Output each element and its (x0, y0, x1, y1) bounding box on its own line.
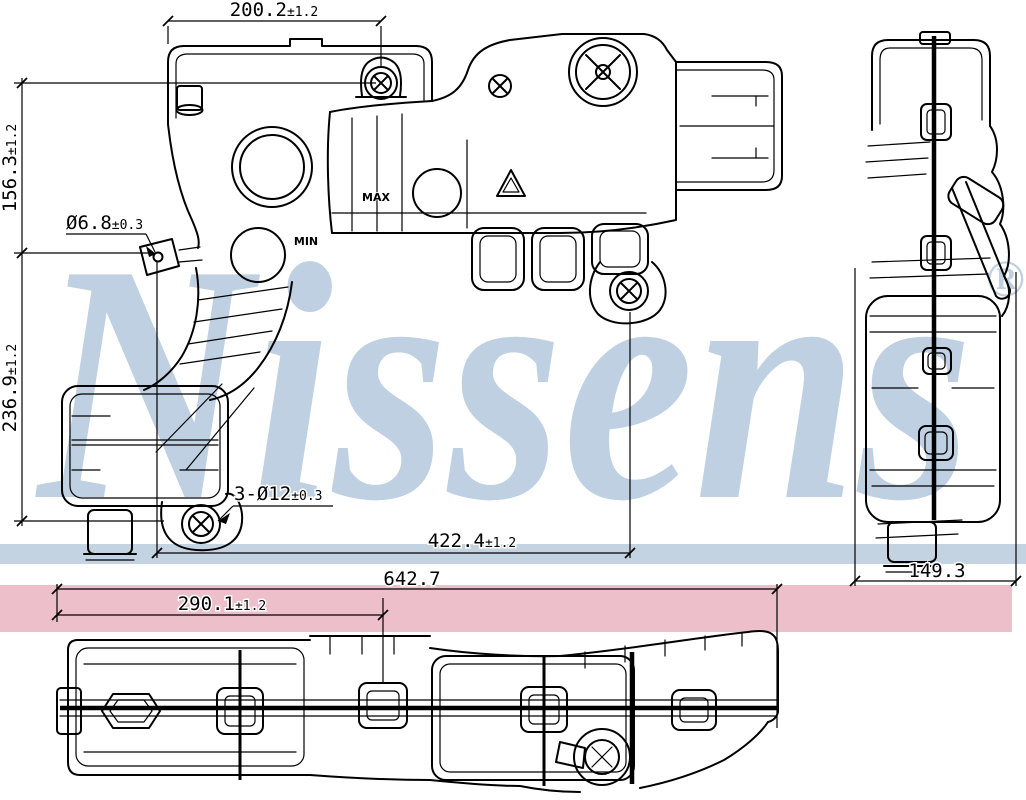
bottom-view (56, 630, 779, 793)
dimension-lines (14, 15, 1022, 728)
min-level-label: MIN (294, 235, 318, 248)
watermark-underline-stripe (0, 544, 1026, 564)
dim-total-width: 642.7 (383, 568, 440, 590)
leader-arrow (218, 513, 230, 524)
side-view (865, 31, 1012, 573)
warning-triangle-icon (496, 169, 526, 197)
dim-mid-width: 422.4±1.2 (428, 530, 517, 552)
dim-side-depth: 149.3 (908, 560, 965, 582)
dim-mount-holes: 3-Ø12±0.3 (234, 483, 323, 505)
dim-upper-height: 156.3±1.2 (0, 124, 21, 213)
dim-top-width: 200.2±1.2 (230, 0, 319, 21)
front-view: MAX MIN (61, 33, 783, 561)
highlight-band (0, 585, 1012, 632)
max-level-label: MAX (362, 191, 390, 204)
dim-bottom-width: 290.1±1.2 (178, 593, 267, 615)
leader-arrow (146, 246, 156, 257)
dim-port-diameter: Ø6.8±0.3 (66, 212, 143, 234)
dim-lower-height: 236.9±1.2 (0, 344, 21, 433)
